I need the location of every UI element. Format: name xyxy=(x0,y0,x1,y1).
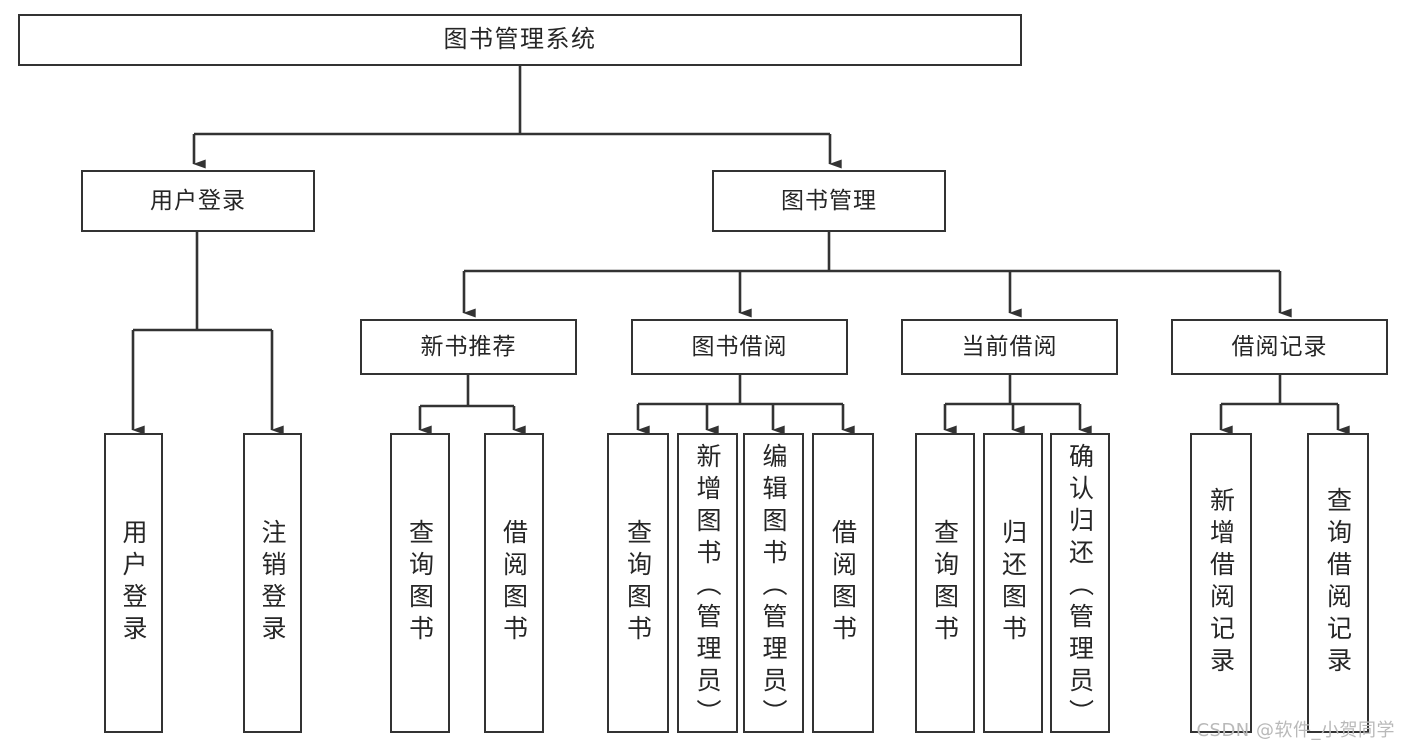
leaf-query-book-borrow[interactable]: 查询图书 xyxy=(607,433,669,733)
leaf-edit-book-admin[interactable]: 编辑图书（管理员） xyxy=(743,433,804,733)
node-label: 借阅图书 xyxy=(499,519,529,647)
node-label: 当前借阅 xyxy=(961,333,1058,360)
node-book-borrow[interactable]: 图书借阅 xyxy=(631,319,848,375)
node-label: 图书借阅 xyxy=(691,333,788,360)
node-label: 新增图书（管理员） xyxy=(693,443,722,731)
node-label: 确认归还（管理员） xyxy=(1065,443,1095,731)
node-label: 查询图书 xyxy=(930,519,960,647)
node-label: 用户登录 xyxy=(150,187,246,214)
node-label: 注销登录 xyxy=(258,519,287,647)
leaf-user-login[interactable]: 用户登录 xyxy=(104,433,163,733)
node-label: 归还图书 xyxy=(998,519,1028,647)
leaf-logout[interactable]: 注销登录 xyxy=(243,433,302,733)
node-label: 新书推荐 xyxy=(420,333,517,360)
csdn-watermark: CSDN @软件_小贺同学 xyxy=(1196,720,1395,741)
leaf-query-book-recommend[interactable]: 查询图书 xyxy=(390,433,450,733)
leaf-query-borrow-record[interactable]: 查询借阅记录 xyxy=(1307,433,1369,733)
node-label: 查询图书 xyxy=(405,519,435,647)
node-label: 查询图书 xyxy=(623,519,653,647)
leaf-borrow-book[interactable]: 借阅图书 xyxy=(812,433,874,733)
node-root-system[interactable]: 图书管理系统 xyxy=(18,14,1022,66)
node-label: 图书管理 xyxy=(781,187,877,214)
node-label: 新增借阅记录 xyxy=(1206,487,1236,679)
node-user-login[interactable]: 用户登录 xyxy=(81,170,315,232)
node-label: 编辑图书（管理员） xyxy=(759,443,788,731)
leaf-confirm-return-admin[interactable]: 确认归还（管理员） xyxy=(1050,433,1110,733)
node-label: 借阅图书 xyxy=(828,519,858,647)
node-current-borrow[interactable]: 当前借阅 xyxy=(901,319,1118,375)
leaf-return-book[interactable]: 归还图书 xyxy=(983,433,1043,733)
leaf-add-book-admin[interactable]: 新增图书（管理员） xyxy=(677,433,738,733)
node-new-book-recommend[interactable]: 新书推荐 xyxy=(360,319,577,375)
node-label: 查询借阅记录 xyxy=(1323,487,1353,679)
leaf-borrow-book-recommend[interactable]: 借阅图书 xyxy=(484,433,544,733)
node-label: 借阅记录 xyxy=(1231,333,1328,360)
node-book-management[interactable]: 图书管理 xyxy=(712,170,946,232)
leaf-add-borrow-record[interactable]: 新增借阅记录 xyxy=(1190,433,1252,733)
node-label: 用户登录 xyxy=(119,519,148,647)
node-borrow-record[interactable]: 借阅记录 xyxy=(1171,319,1388,375)
leaf-query-book-current[interactable]: 查询图书 xyxy=(915,433,975,733)
node-label: 图书管理系统 xyxy=(443,25,597,54)
